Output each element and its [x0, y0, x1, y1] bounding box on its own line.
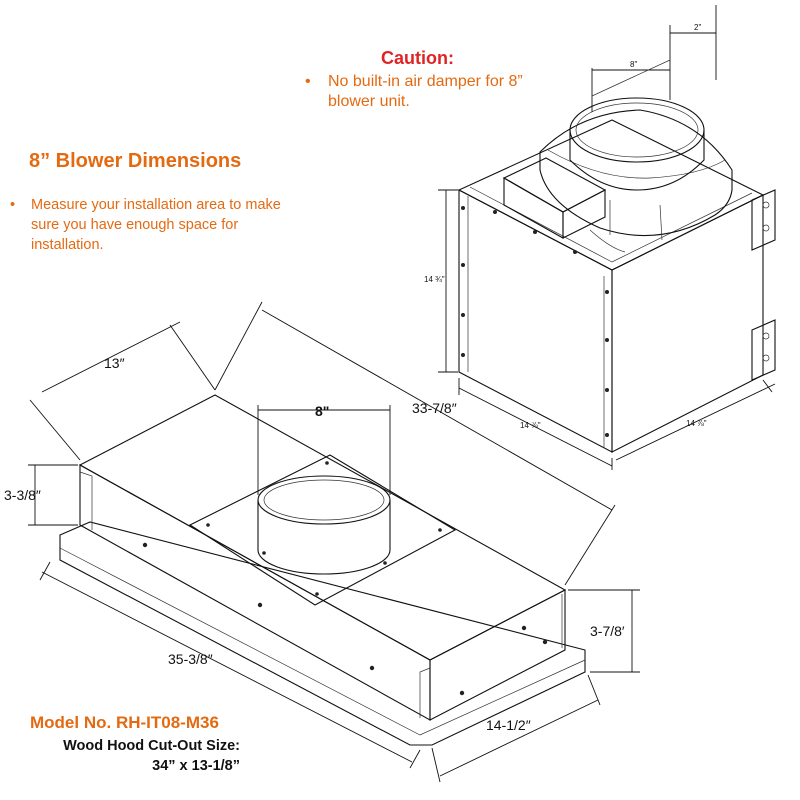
- blower-note-bullet: •: [10, 197, 16, 213]
- dim-line-blower-depth: [615, 383, 776, 461]
- dim-label-insert-depth-bottom: 14-1/2″: [486, 717, 531, 733]
- dim-label-blower-height: 14 ¾": [424, 275, 445, 284]
- blower-bracket-bottom: [751, 319, 776, 381]
- blower-dimensions-note: • Measure your installation area to make…: [10, 195, 310, 255]
- dim-label-blower-offset: 2": [694, 23, 701, 32]
- insert-hood-drawing: 13″ 8" 33-7/8″ 3-3/8″ 35-3/8″ 3-7/8′ 14-…: [4, 301, 640, 783]
- dim-line-insert-depth-bottom: [439, 699, 599, 777]
- blower-bracket-top: [751, 189, 776, 251]
- dim-label-blower-width: 14 ⅞": [520, 421, 541, 430]
- dim-line-blower-width: [458, 387, 613, 467]
- insert-duct-collar: [257, 500, 391, 575]
- dim-label-insert-height-left: 3-3/8″: [4, 487, 41, 503]
- blower-dimensions-title: 8” Blower Dimensions: [29, 150, 242, 172]
- dim-label-blower-depth: 14 ⅞": [686, 419, 707, 428]
- insert-duct-plate: [188, 454, 457, 606]
- caution-bullet: •: [305, 73, 311, 90]
- blower-box-side-face: [611, 194, 764, 453]
- caution-title: Caution:: [381, 48, 454, 68]
- blower-box-front-face: [458, 189, 613, 453]
- insert-top-face: [78, 394, 567, 661]
- blower-note-text: Measure your installation area to make s…: [31, 197, 281, 253]
- caution-note: • No built-in air damper for 8” blower u…: [305, 72, 535, 112]
- caution-text: No built-in air damper for 8” blower uni…: [328, 73, 523, 110]
- blower-capacitor-box: [502, 157, 607, 213]
- dim-label-insert-height-right: 3-7/8′: [590, 623, 625, 639]
- dim-label-insert-length-back: 33-7/8″: [412, 400, 457, 416]
- dim-label-insert-depth-top: 13″: [104, 355, 125, 371]
- insert-bottom-frame: [59, 521, 586, 746]
- dim-label-insert-length-front: 35-3/8″: [168, 651, 213, 667]
- dim-label-blower-duct: 8": [630, 60, 637, 69]
- blower-box-top-face: [457, 119, 765, 271]
- insert-side-face: [429, 589, 566, 721]
- dim-line-insert-length-back: [261, 309, 613, 511]
- dim-line-insert-length-front: [41, 571, 413, 763]
- dim-line-insert-depth-top: [41, 321, 181, 393]
- cutout-size-label: Wood Hood Cut-Out Size:: [63, 738, 240, 754]
- dim-label-insert-duct: 8": [315, 403, 329, 419]
- blower-unit-drawing: 2" 8" 14 ¾" 14 ⅞" 14 ⅞": [424, 5, 776, 470]
- blower-motor-housing: [539, 109, 733, 237]
- cutout-size-value: 34” x 13-1/8”: [152, 758, 240, 774]
- model-number: Model No. RH-IT08-M36: [30, 713, 219, 732]
